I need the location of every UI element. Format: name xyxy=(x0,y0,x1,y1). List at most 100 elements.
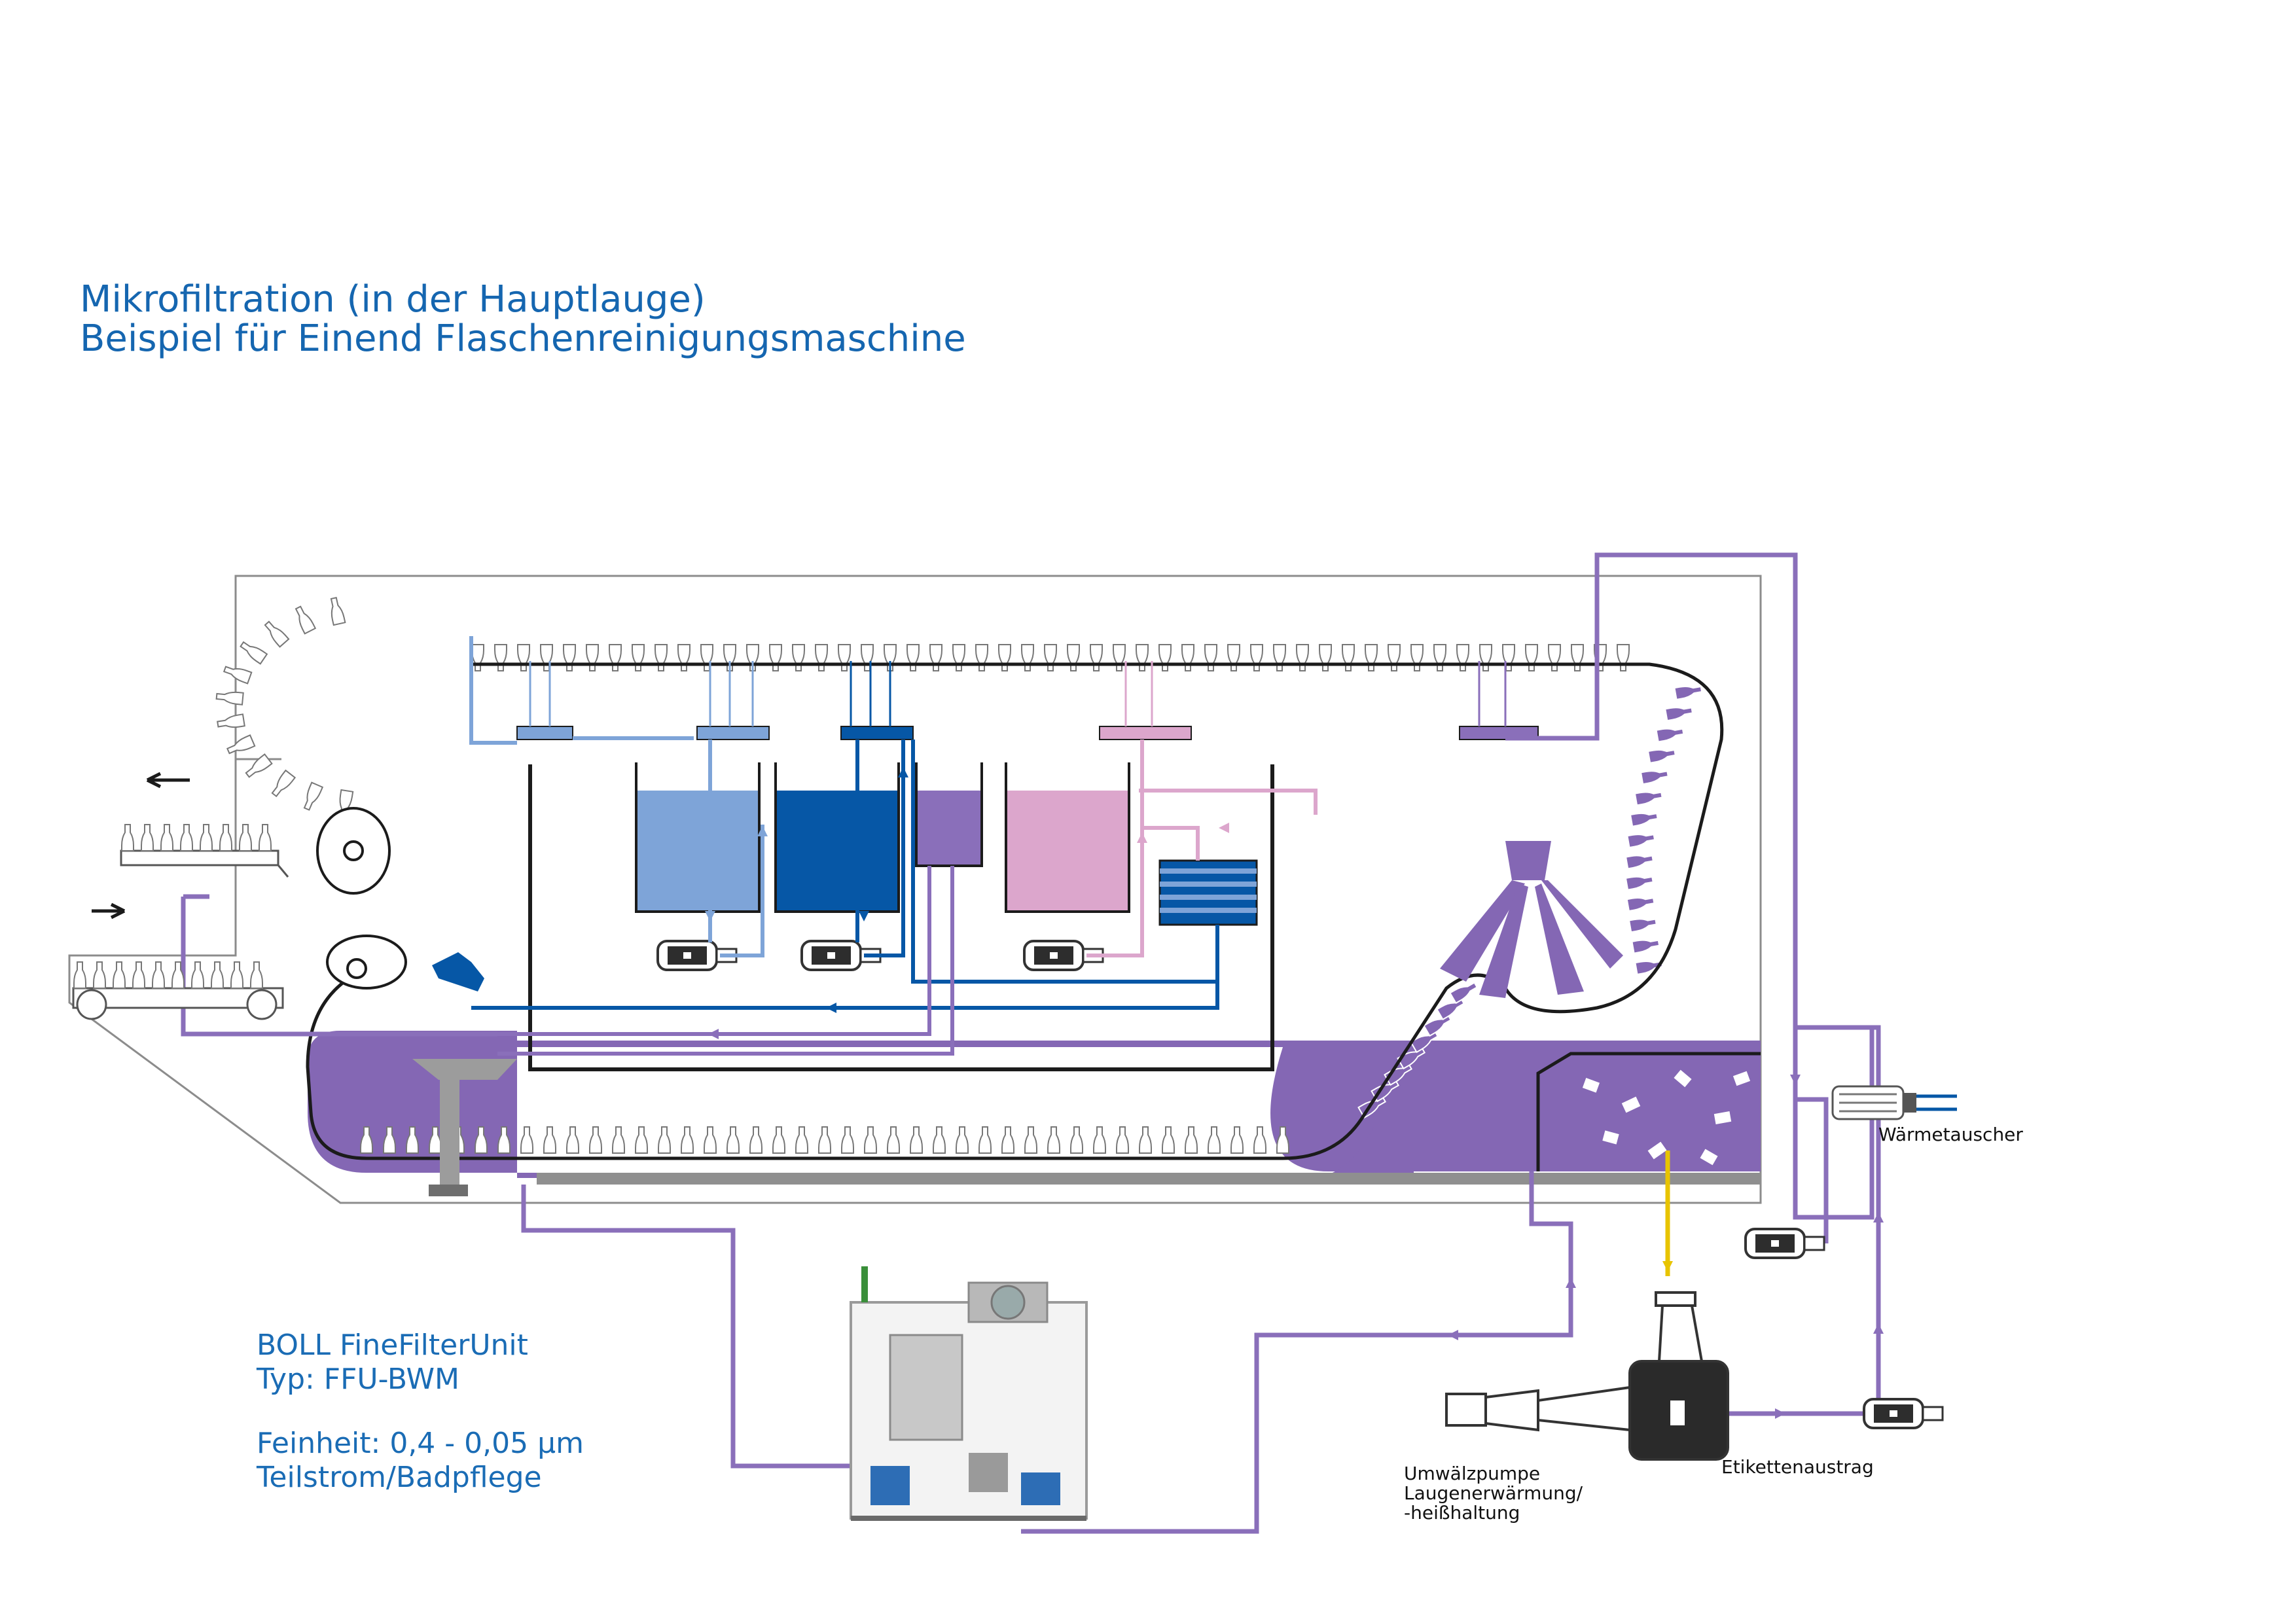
bottle-icon xyxy=(1227,644,1240,671)
bottle-icon xyxy=(612,1126,625,1154)
bottle-icon xyxy=(910,1126,923,1154)
pipe-pink-1 xyxy=(1086,740,1144,957)
striped-heat-exchanger xyxy=(1158,859,1258,926)
bottle-icon xyxy=(772,1126,785,1154)
bottle-icon xyxy=(1617,644,1630,671)
pipe-pink-3 xyxy=(1142,826,1200,861)
bottle-icon xyxy=(1116,1126,1129,1154)
bottle-icon xyxy=(563,644,576,671)
recirculation-pump-icon xyxy=(1445,1291,1729,1461)
bottle-icon xyxy=(1640,767,1670,785)
label-pump-3: -heißhaltung xyxy=(1404,1502,1520,1524)
bottle-icon xyxy=(225,734,256,757)
unit-fineness: Feinheit: 0,4 - 0,05 µm xyxy=(257,1427,584,1460)
bottle-icon xyxy=(933,1126,946,1154)
bottle-icon xyxy=(230,961,243,989)
bottle-icon xyxy=(1204,644,1217,671)
bottle-icon xyxy=(1628,915,1658,933)
bottle-icon xyxy=(243,753,273,781)
label-separator xyxy=(1536,1052,1761,1171)
bottle-icon xyxy=(655,644,668,671)
bottle-icon xyxy=(543,1126,556,1154)
page-title: Mikrofiltration (in der Hauptlauge) xyxy=(80,278,706,321)
bottle-icon xyxy=(1093,1126,1106,1154)
label-flakes xyxy=(1582,1018,1751,1166)
pipe-violet-2 xyxy=(497,866,931,1036)
bottle-icon xyxy=(1388,644,1401,671)
bottle-icon xyxy=(1296,644,1309,671)
bottle-icon xyxy=(929,644,942,671)
feed-chute xyxy=(412,1059,517,1196)
bottle-icon xyxy=(998,644,1011,671)
bottle-icon xyxy=(906,644,920,671)
tank-light-blue xyxy=(636,791,759,912)
bottle-icon xyxy=(749,1126,762,1154)
pipe-dark-blue-4 xyxy=(471,925,1219,1010)
bottle-icon xyxy=(1113,644,1126,671)
bottle-icon xyxy=(1626,830,1656,849)
bottle-icon xyxy=(1162,1126,1175,1154)
pipe-hx-return xyxy=(1795,1097,1829,1243)
bottle-icon xyxy=(1548,644,1561,671)
bottle-icon xyxy=(250,961,263,989)
bottle-icon xyxy=(73,961,86,989)
bottle-icon xyxy=(152,961,165,989)
spray-fan xyxy=(1440,841,1623,998)
bottle-icon xyxy=(517,644,530,671)
pipe-from-filter xyxy=(1021,1171,1573,1534)
spray-header-3 xyxy=(840,726,914,740)
bottle-icon xyxy=(838,644,851,671)
bottle-icon xyxy=(1273,644,1286,671)
bottle-icon xyxy=(132,961,145,989)
bottle-icon xyxy=(1230,1126,1244,1154)
bottle-icon xyxy=(215,690,244,705)
bottle-icon xyxy=(818,1126,831,1154)
bottle-icon xyxy=(1342,644,1355,671)
bottle-icon xyxy=(952,644,965,671)
bottle-icon xyxy=(262,618,290,648)
infeed-arrow-icon xyxy=(92,902,126,919)
spray-header-4 xyxy=(1099,726,1192,740)
bottle-icon xyxy=(1631,936,1660,954)
bottle-icon xyxy=(520,1126,533,1154)
tank-pink xyxy=(1006,791,1129,912)
bottle-icon xyxy=(1647,746,1677,764)
bottle-icon xyxy=(191,961,204,989)
bottle-icon xyxy=(471,644,484,671)
bottle-icon xyxy=(658,1126,671,1154)
bottle-icon xyxy=(1634,788,1664,806)
bottle-icon xyxy=(589,1126,602,1154)
unit-name: BOLL FineFilterUnit xyxy=(257,1329,528,1362)
bottle-icon xyxy=(216,713,245,731)
bottle-icon xyxy=(1630,810,1659,827)
spray-header-2 xyxy=(573,726,770,740)
bottle-icon xyxy=(1044,644,1057,671)
loader-wheels xyxy=(316,807,407,990)
bottle-icon xyxy=(632,644,645,671)
bottle-icon xyxy=(1655,724,1685,743)
pipe-violet-tank xyxy=(497,866,954,1056)
bottle-icon xyxy=(1319,644,1332,671)
bottle-icon xyxy=(1090,644,1103,671)
unit-mode: Teilstrom/Badpflege xyxy=(257,1461,542,1494)
bottle-icon xyxy=(121,824,134,851)
bottle-icon xyxy=(219,824,232,851)
bottle-icon xyxy=(327,596,346,626)
bottle-icon xyxy=(586,644,599,671)
bottle-icon xyxy=(1067,644,1080,671)
bottle-icon xyxy=(160,824,173,851)
bottle-icon xyxy=(864,1126,877,1154)
bottle-icon xyxy=(1664,704,1694,722)
bottle-icon xyxy=(795,1126,808,1154)
bottle-icon xyxy=(141,824,154,851)
caustic-bath xyxy=(517,1041,1761,1171)
bottle-icon xyxy=(1433,644,1446,671)
machine-housing xyxy=(68,575,1762,1204)
bottle-icon xyxy=(1571,644,1584,671)
bottle-icon xyxy=(113,961,126,989)
bottle-icon xyxy=(978,1126,992,1154)
pipe-pink-2 xyxy=(1139,789,1318,815)
bottle-icon xyxy=(769,644,782,671)
bottle-icon xyxy=(239,824,252,851)
